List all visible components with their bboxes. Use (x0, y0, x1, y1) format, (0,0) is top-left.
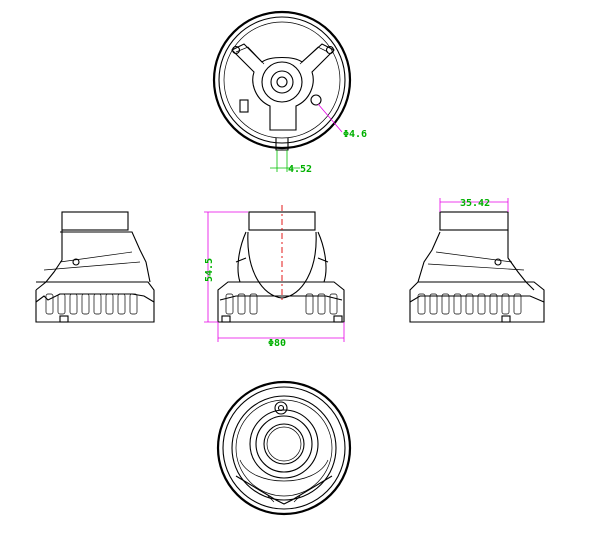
height-label: 54.5 (204, 258, 215, 282)
slot-width-label: 4.52 (288, 164, 312, 175)
hole-diameter-label: Φ4.6 (343, 129, 367, 140)
bottom-view (216, 380, 352, 516)
front-view: 54.5 Φ80 (204, 205, 345, 349)
right-side-view: 35.42 (409, 198, 545, 323)
base-diameter-label: Φ80 (268, 338, 286, 349)
left-side-view (35, 211, 155, 323)
top-view: Φ4.6 4.52 (212, 10, 367, 175)
top-width-label: 35.42 (460, 198, 490, 209)
